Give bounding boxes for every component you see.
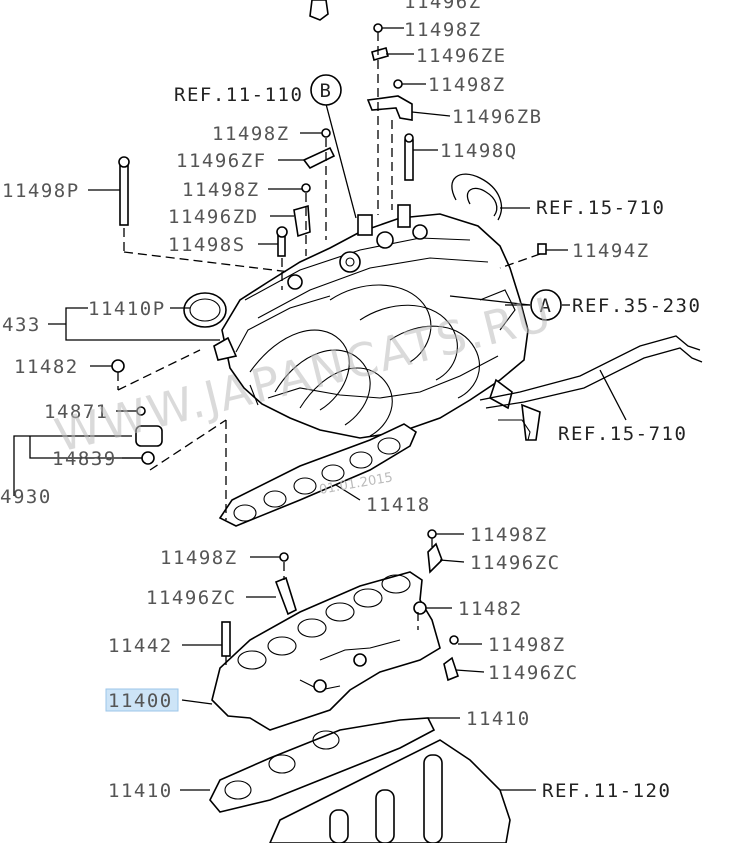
leader-lines: [13, 27, 627, 791]
gasket-11410: [209, 717, 436, 813]
label-11482[interactable]: 11482: [458, 598, 523, 620]
label-11400[interactable]: 11400: [108, 690, 173, 712]
label-11496zc[interactable]: 11496ZC: [146, 587, 237, 609]
callout-b-circle: [310, 74, 342, 106]
label-11498z[interactable]: 11498Z: [212, 123, 290, 145]
label-11482[interactable]: 11482: [14, 356, 79, 378]
callout-b-label: B: [320, 80, 333, 102]
label-11498z[interactable]: 11498Z: [404, 19, 482, 41]
label-11496ze[interactable]: 11496ZE: [416, 45, 507, 67]
label-11498p[interactable]: 11498P: [2, 180, 80, 202]
label-14871[interactable]: 14871: [44, 401, 109, 423]
highlight-11400: [105, 688, 179, 712]
label-ref-15-710[interactable]: REF.15-710: [558, 423, 687, 445]
label-11498z[interactable]: 11498Z: [428, 74, 506, 96]
label-14839[interactable]: 14839: [52, 448, 117, 470]
label-11496zf[interactable]: 11496ZF: [176, 150, 267, 172]
gasket-11418: [218, 423, 417, 527]
label-11496zc[interactable]: 11496ZC: [488, 662, 579, 684]
label-ref-35-230[interactable]: REF.35-230: [572, 295, 701, 317]
label-11418[interactable]: 11418: [366, 494, 431, 516]
top-brackets: [118, 0, 547, 257]
label-11410[interactable]: 11410: [108, 780, 173, 802]
label-11442[interactable]: 11442: [108, 635, 173, 657]
part-labels: 11496Z 11498Z 11496ZE 11498Z REF.11-110 …: [0, 0, 701, 802]
label-11498z[interactable]: 11498Z: [470, 524, 548, 546]
lower-intake-manifold: [211, 529, 459, 731]
cylinder-head: [268, 739, 511, 844]
label-11498z[interactable]: 11498Z: [488, 634, 566, 656]
label-11498s[interactable]: 11498S: [168, 234, 246, 256]
label-11498z[interactable]: 11498Z: [182, 179, 260, 201]
upper-intake-manifold: [213, 204, 541, 441]
label-11496zd[interactable]: 11496ZD: [168, 206, 259, 228]
label-ref-15-710[interactable]: REF.15-710: [536, 197, 665, 219]
label-11410[interactable]: 11410: [466, 708, 531, 730]
label-11496z[interactable]: 11496Z: [404, 0, 482, 13]
label-ref-11-110[interactable]: REF.11-110: [174, 84, 303, 106]
callout-a-label: A: [540, 295, 553, 317]
label-11496zc[interactable]: 11496ZC: [470, 552, 561, 574]
label-11496zb[interactable]: 11496ZB: [452, 106, 543, 128]
label-11410p[interactable]: 11410P: [88, 298, 166, 320]
label-4930[interactable]: 4930: [0, 486, 52, 508]
label-ref-11-120[interactable]: REF.11-120: [542, 780, 671, 802]
label-11498q[interactable]: 11498Q: [440, 140, 518, 162]
assembly-lines: [117, 32, 541, 668]
map-sensor: [111, 359, 163, 465]
label-433[interactable]: 433: [2, 314, 41, 336]
vacuum-pipe: [479, 335, 703, 409]
label-11498z[interactable]: 11498Z: [160, 547, 238, 569]
pcv-hose-upper: [451, 173, 503, 221]
callout-a-circle: [530, 289, 562, 321]
label-11494z[interactable]: 11494Z: [572, 240, 650, 262]
